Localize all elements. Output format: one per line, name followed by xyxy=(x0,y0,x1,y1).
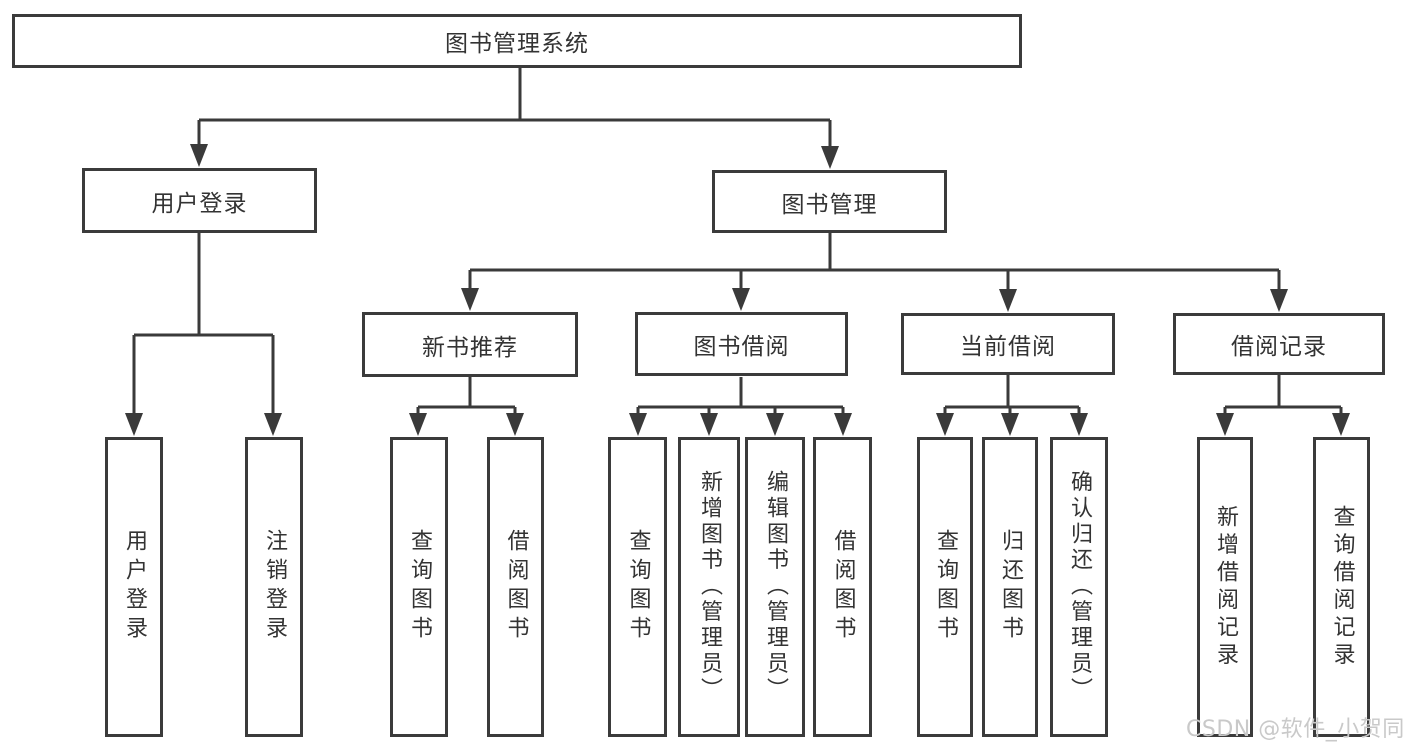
node-book-borrow: 图书借阅 xyxy=(635,312,848,376)
connector-arrowhead-icon xyxy=(1001,413,1019,436)
node-user-login-label: 用户登录 xyxy=(151,190,248,217)
leaf-user-login: 用户登录 xyxy=(105,437,163,737)
leaf-add-books-admin-label: 新增图书（管理员） xyxy=(697,470,722,704)
leaf-add-books-admin: 新增图书（管理员） xyxy=(678,437,740,737)
connector-arrowhead-icon xyxy=(629,413,647,436)
leaf-recommend-borrow-books: 借阅图书 xyxy=(487,437,544,737)
leaf-recommend-query-books: 查询图书 xyxy=(390,437,448,737)
leaf-confirm-return-admin-label: 确认归还（管理员） xyxy=(1067,470,1092,704)
connector-arrowhead-icon xyxy=(506,413,524,436)
leaf-add-borrow-record: 新增借阅记录 xyxy=(1197,437,1253,737)
connector-arrowhead-icon xyxy=(461,288,479,311)
connector-arrowhead-icon xyxy=(1216,413,1234,436)
leaf-edit-books-admin-label: 编辑图书（管理员） xyxy=(763,470,788,704)
node-book-management-label: 图书管理 xyxy=(781,191,878,218)
leaf-current-query-books-label: 查询图书 xyxy=(933,528,958,646)
connector-arrowhead-icon xyxy=(936,413,954,436)
node-book-management: 图书管理 xyxy=(712,170,947,233)
node-book-borrow-label: 图书借阅 xyxy=(693,334,790,360)
connector-arrowhead-icon xyxy=(834,413,852,436)
connector-arrowhead-icon xyxy=(1270,289,1288,312)
node-current-borrow-label: 当前借阅 xyxy=(960,334,1056,360)
leaf-confirm-return-admin: 确认归还（管理员） xyxy=(1050,437,1108,737)
connector-arrowhead-icon xyxy=(125,413,143,436)
leaf-borrow-books-label: 借阅图书 xyxy=(830,528,856,646)
leaf-query-borrow-record-label: 查询借阅记录 xyxy=(1329,504,1355,670)
node-new-book-recommend-label: 新书推荐 xyxy=(422,334,518,361)
node-root: 图书管理系统 xyxy=(12,14,1022,68)
leaf-query-borrow-record: 查询借阅记录 xyxy=(1313,437,1370,737)
node-current-borrow: 当前借阅 xyxy=(901,313,1115,375)
connector-arrowhead-icon xyxy=(409,413,427,436)
connector-arrowhead-icon xyxy=(190,144,208,167)
node-borrow-records: 借阅记录 xyxy=(1173,313,1385,375)
node-new-book-recommend: 新书推荐 xyxy=(362,312,578,377)
leaf-edit-books-admin: 编辑图书（管理员） xyxy=(745,437,805,737)
connector-arrowhead-icon xyxy=(766,413,784,436)
leaf-borrow-query-books: 查询图书 xyxy=(608,437,667,737)
connector-arrowhead-icon xyxy=(732,288,750,311)
connector-arrowhead-icon xyxy=(1070,413,1088,436)
leaf-current-query-books: 查询图书 xyxy=(917,437,973,737)
connector-arrowhead-icon xyxy=(999,289,1017,312)
leaf-recommend-borrow-books-label: 借阅图书 xyxy=(503,528,529,646)
leaf-recommend-query-books-label: 查询图书 xyxy=(407,528,432,646)
csdn-watermark: CSDN @软件_小贺同学 xyxy=(1186,717,1405,742)
leaf-user-login-label: 用户登录 xyxy=(122,528,147,646)
connector-arrowhead-icon xyxy=(821,146,839,169)
leaf-borrow-query-books-label: 查询图书 xyxy=(625,528,651,646)
leaf-borrow-books: 借阅图书 xyxy=(813,437,872,737)
leaf-logout-label: 注销登录 xyxy=(262,528,287,646)
connector-arrowhead-icon xyxy=(700,413,718,436)
leaf-logout: 注销登录 xyxy=(245,437,303,737)
node-user-login: 用户登录 xyxy=(82,168,317,233)
connector-arrowhead-icon xyxy=(1332,413,1350,436)
connector-arrowhead-icon xyxy=(264,413,282,436)
node-borrow-records-label: 借阅记录 xyxy=(1231,334,1327,360)
leaf-return-books: 归还图书 xyxy=(982,437,1038,737)
node-root-label: 图书管理系统 xyxy=(445,31,589,57)
leaf-return-books-label: 归还图书 xyxy=(998,528,1023,646)
leaf-add-borrow-record-label: 新增借阅记录 xyxy=(1213,504,1238,670)
